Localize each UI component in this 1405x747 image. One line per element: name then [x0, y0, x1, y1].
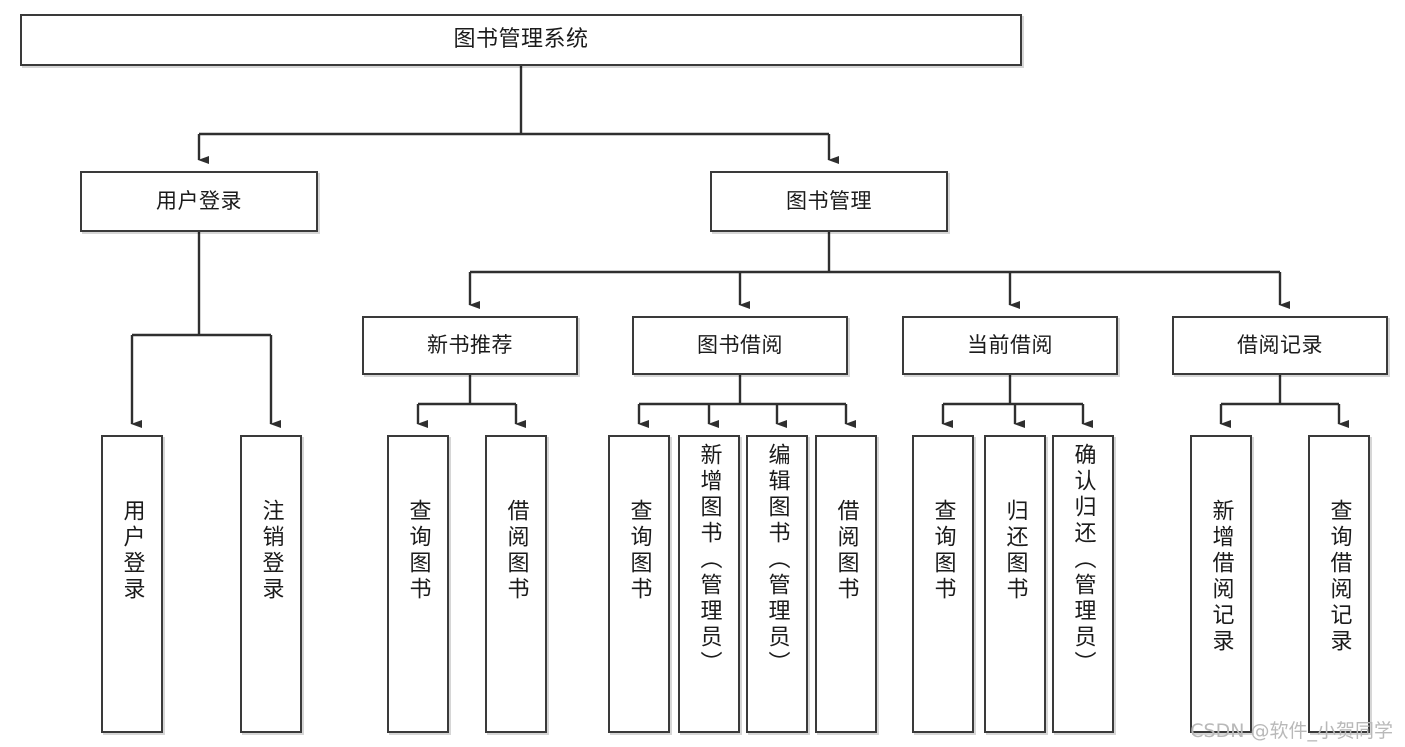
- node-label: 图书借阅: [697, 332, 783, 357]
- node-label: 用户登录: [156, 188, 242, 213]
- node-leaf-edit-book[interactable]: 编辑图书（管理员）: [746, 435, 808, 733]
- node-leaf-query-book-3[interactable]: 查询图书: [912, 435, 974, 733]
- node-label: 查询图书: [405, 499, 431, 603]
- node-leaf-add-record[interactable]: 新增借阅记录: [1190, 435, 1252, 733]
- node-label: 注销登录: [258, 499, 284, 603]
- node-label: 新增借阅记录: [1208, 499, 1234, 655]
- node-label: 查询图书: [930, 499, 956, 603]
- node-leaf-query-record[interactable]: 查询借阅记录: [1308, 435, 1370, 733]
- node-label: 查询图书: [626, 499, 652, 603]
- node-borrow-record[interactable]: 借阅记录: [1172, 316, 1388, 375]
- node-leaf-return-book[interactable]: 归还图书: [984, 435, 1046, 733]
- node-label: 借阅图书: [503, 499, 529, 603]
- node-label: 新增图书（管理员）: [696, 443, 722, 677]
- node-label: 借阅记录: [1237, 332, 1323, 357]
- node-label: 查询借阅记录: [1326, 499, 1352, 655]
- node-leaf-borrow-book-2[interactable]: 借阅图书: [815, 435, 877, 733]
- node-leaf-user-login[interactable]: 用户登录: [101, 435, 163, 733]
- watermark-label: CSDN @软件_小贺同学: [1190, 720, 1393, 742]
- node-user-login[interactable]: 用户登录: [80, 171, 318, 232]
- node-label: 当前借阅: [967, 332, 1053, 357]
- node-leaf-borrow-book-1[interactable]: 借阅图书: [485, 435, 547, 733]
- node-leaf-query-book-1[interactable]: 查询图书: [387, 435, 449, 733]
- node-new-book-rec[interactable]: 新书推荐: [362, 316, 578, 375]
- node-root[interactable]: 图书管理系统: [20, 14, 1022, 66]
- node-leaf-user-logout[interactable]: 注销登录: [240, 435, 302, 733]
- node-book-borrow[interactable]: 图书借阅: [632, 316, 848, 375]
- node-label: 编辑图书（管理员）: [764, 443, 790, 677]
- node-leaf-add-book[interactable]: 新增图书（管理员）: [678, 435, 740, 733]
- node-cur-borrow[interactable]: 当前借阅: [902, 316, 1118, 375]
- node-book-mgmt[interactable]: 图书管理: [710, 171, 948, 232]
- node-label: 归还图书: [1002, 499, 1028, 603]
- node-label: 图书管理: [786, 188, 872, 213]
- node-label: 用户登录: [119, 499, 145, 603]
- node-label: 新书推荐: [427, 332, 513, 357]
- node-leaf-confirm-ret[interactable]: 确认归还（管理员）: [1052, 435, 1114, 733]
- node-label: 图书管理系统: [453, 26, 589, 52]
- node-leaf-query-book-2[interactable]: 查询图书: [608, 435, 670, 733]
- node-label: 借阅图书: [833, 499, 859, 603]
- node-label: 确认归还（管理员）: [1070, 443, 1096, 677]
